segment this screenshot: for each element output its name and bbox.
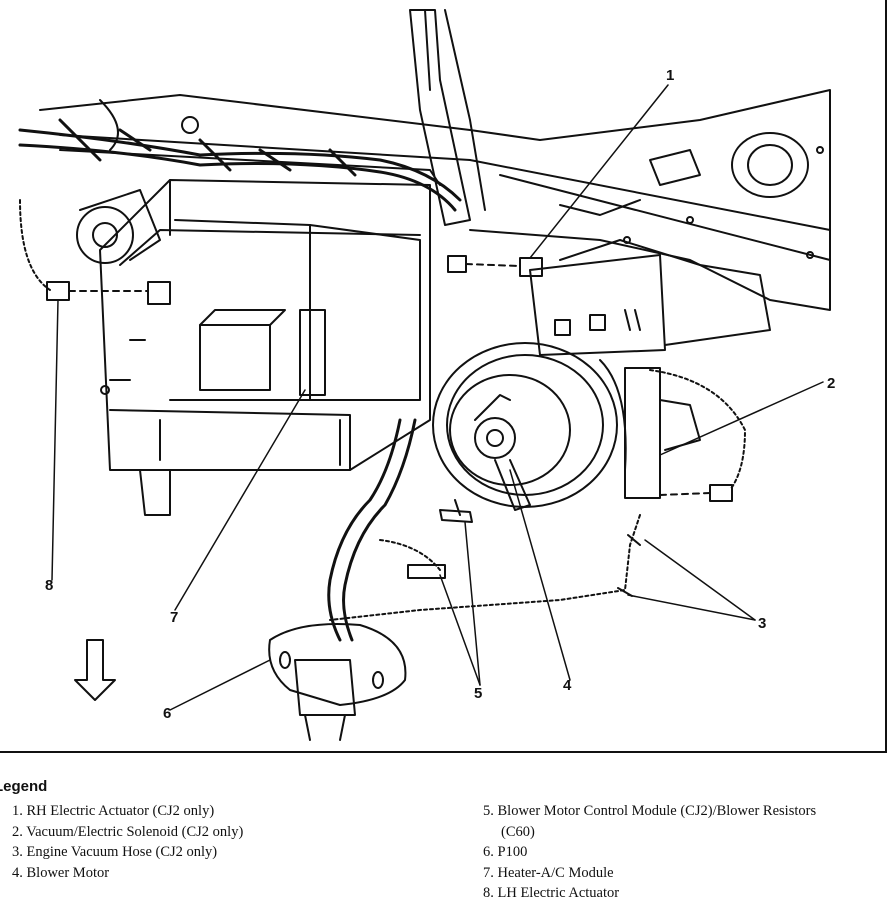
callout-2: 2 [827,375,835,392]
legend-item-solenoid: 2. Vacuum/Electric Solenoid (CJ2 only) [12,823,244,840]
wiring-harness [18,118,462,212]
vacuum-hose-fittings [617,534,641,597]
callout-7: 7 [170,609,178,626]
diagram-frame [0,0,887,753]
legend-title: Legend [0,778,48,795]
callout-6: 6 [163,705,171,722]
blower-control-module [407,499,473,579]
legend-right-column: 5. Blower Motor Control Module (CJ2)/Blo… [483,801,816,904]
vacuum-electric-solenoid [624,367,746,502]
legend-left-column: 1. RH Electric Actuator (CJ2 only) 2. Va… [12,801,243,883]
callout-3: 3 [758,615,766,632]
legend-item-control-module: 5. Blower Motor Control Module (CJ2)/Blo… [483,803,817,819]
dash-panel [39,89,831,311]
callout-4: 4 [563,677,572,694]
lh-electric-actuator [19,189,171,305]
engine-vacuum-hose [329,514,641,621]
callout-1: 1 [666,67,674,84]
steering-column [409,9,486,226]
callouts: 1 2 3 4 5 6 7 8 [45,67,835,722]
hvac-diagram: 1 2 3 4 5 6 7 8 [18,9,835,741]
legend-item-vacuum-hose: 3. Engine Vacuum Hose (CJ2 only) [12,844,218,860]
legend-item-rh-actuator: 1. RH Electric Actuator (CJ2 only) [12,803,215,819]
p100-connector [268,623,407,741]
harness-to-p100 [327,418,417,642]
leader-lines [51,84,824,711]
callout-5: 5 [474,685,482,702]
callout-8: 8 [45,577,53,594]
heater-ac-module [99,179,431,516]
rh-electric-actuator [447,239,771,356]
forward-arrow-icon [74,639,116,701]
legend-item-control-module-cont: (C60) [501,823,535,840]
legend-item-blower-motor: 4. Blower Motor [12,864,110,881]
legend-item-p100: 6. P100 [483,844,528,860]
legend-item-lh-actuator: 8. LH Electric Actuator [483,885,620,901]
blower-motor [432,342,627,511]
legend-item-heater-ac-module: 7. Heater-A/C Module [483,864,614,881]
